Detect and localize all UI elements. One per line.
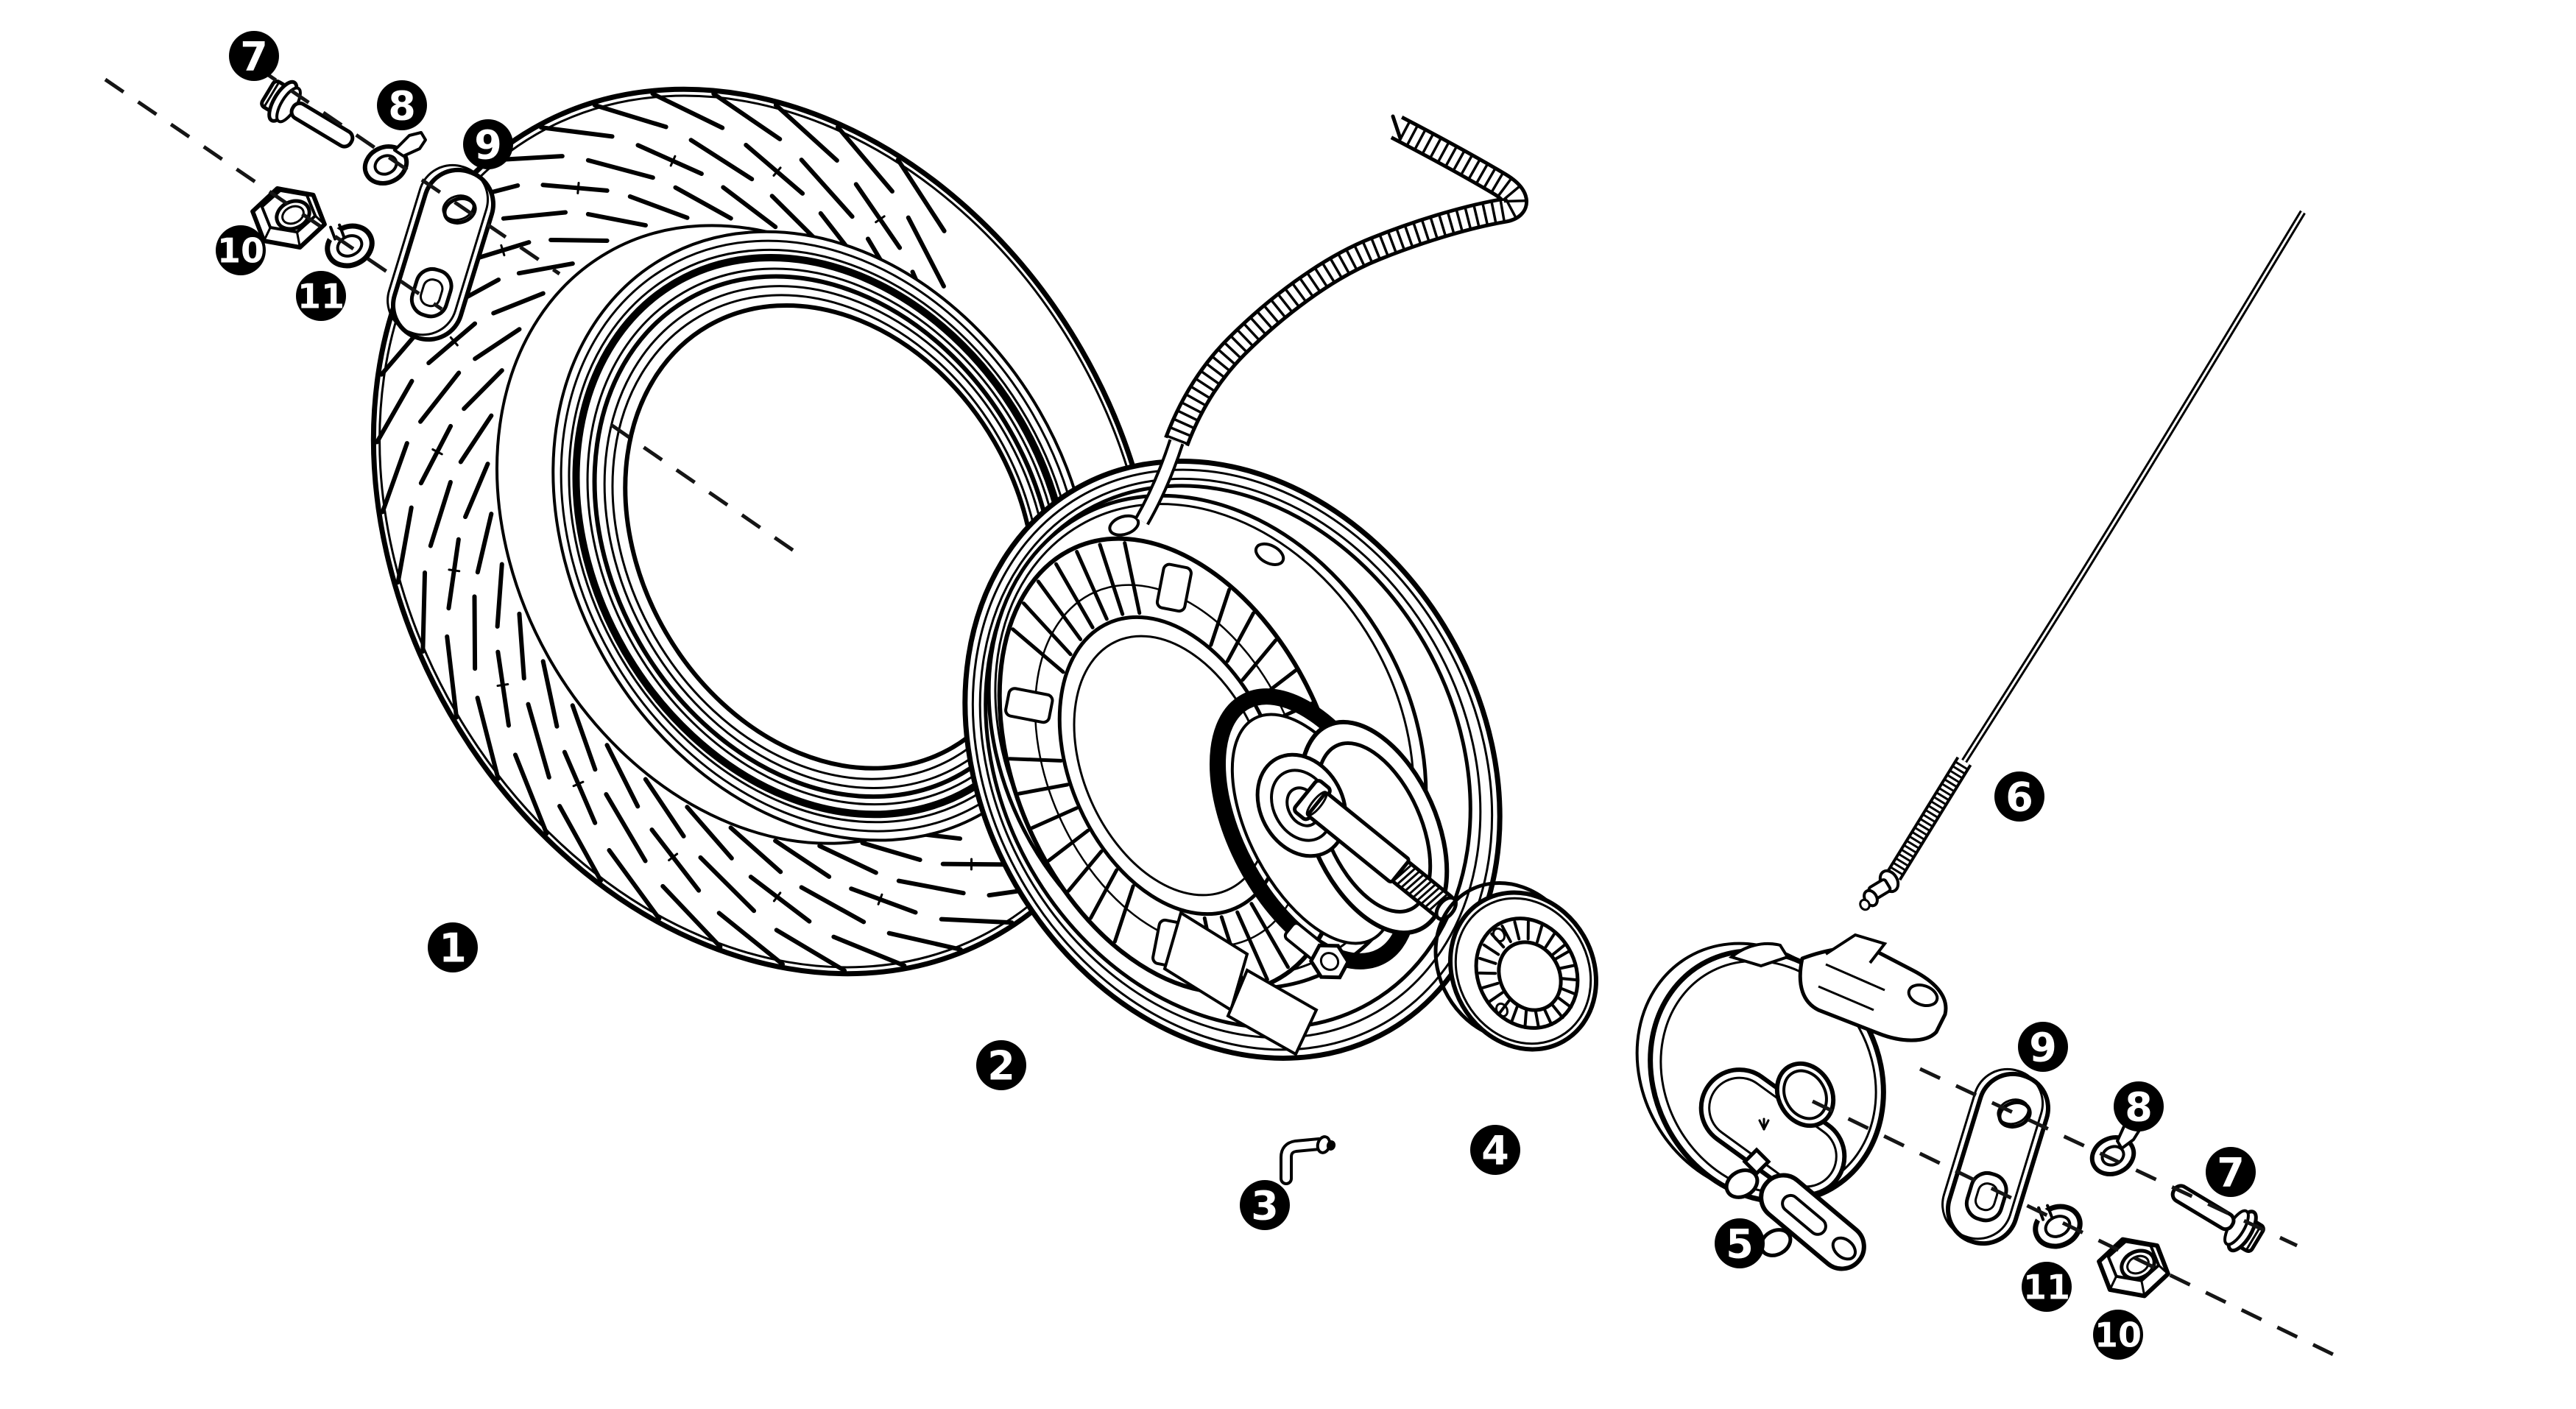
brake-backing-plate bbox=[1635, 933, 1948, 1271]
part-callout-label: 8 bbox=[388, 82, 416, 129]
part-callouts: 1 2 3 4 5 6 7 8 9 10 11 7 8 9 10 11 bbox=[216, 31, 2256, 1360]
part-callout-label: 7 bbox=[240, 33, 268, 80]
part-callout-label: 10 bbox=[2095, 1316, 2142, 1355]
part-callout-5: 5 bbox=[1715, 1218, 1765, 1268]
axle-hardware-right bbox=[1941, 1067, 2265, 1299]
part-callout-11: 11 bbox=[2022, 1262, 2072, 1312]
part-callout-8: 8 bbox=[2114, 1081, 2164, 1131]
part-callout-11: 11 bbox=[296, 271, 346, 321]
brake-drum-ring bbox=[1433, 881, 1598, 1052]
tire bbox=[370, 86, 1161, 977]
part-callout-label: 4 bbox=[1481, 1127, 1509, 1173]
part-callout-4: 4 bbox=[1470, 1125, 1520, 1175]
part-callout-label: 6 bbox=[2005, 774, 2033, 820]
part-callout-label: 9 bbox=[474, 121, 502, 168]
part-callout-label: 8 bbox=[2125, 1084, 2153, 1130]
motor-power-cable bbox=[1135, 114, 1528, 526]
part-callout-6: 6 bbox=[1994, 771, 2044, 822]
part-callout-9: 9 bbox=[2018, 1022, 2068, 1072]
part-callout-9: 9 bbox=[463, 119, 513, 169]
part-callout-label: 7 bbox=[2217, 1149, 2245, 1196]
part-callout-3: 3 bbox=[1240, 1180, 1290, 1230]
part-callout-label: 11 bbox=[297, 277, 345, 317]
part-callout-label: 9 bbox=[2029, 1024, 2057, 1070]
part-callout-label: 2 bbox=[987, 1042, 1015, 1089]
part-callout-10: 10 bbox=[2093, 1310, 2143, 1360]
hub-motor-wheel bbox=[962, 459, 1503, 1061]
part-callout-7: 7 bbox=[2206, 1147, 2256, 1197]
part-callout-label: 3 bbox=[1251, 1182, 1279, 1229]
part-callout-8: 8 bbox=[377, 80, 427, 130]
part-callout-label: 1 bbox=[439, 925, 467, 971]
part-callout-1: 1 bbox=[428, 922, 478, 972]
part-callout-label: 10 bbox=[217, 231, 264, 271]
brake-cable bbox=[1859, 210, 2306, 911]
assembly-centerlines bbox=[104, 66, 2350, 1364]
part-callout-label: 11 bbox=[2023, 1268, 2070, 1307]
part-callout-7: 7 bbox=[229, 31, 279, 81]
part-callout-10: 10 bbox=[216, 225, 266, 275]
part-callout-2: 2 bbox=[976, 1040, 1026, 1090]
tire-valve bbox=[1280, 1135, 1336, 1185]
part-callout-label: 5 bbox=[1726, 1221, 1754, 1267]
